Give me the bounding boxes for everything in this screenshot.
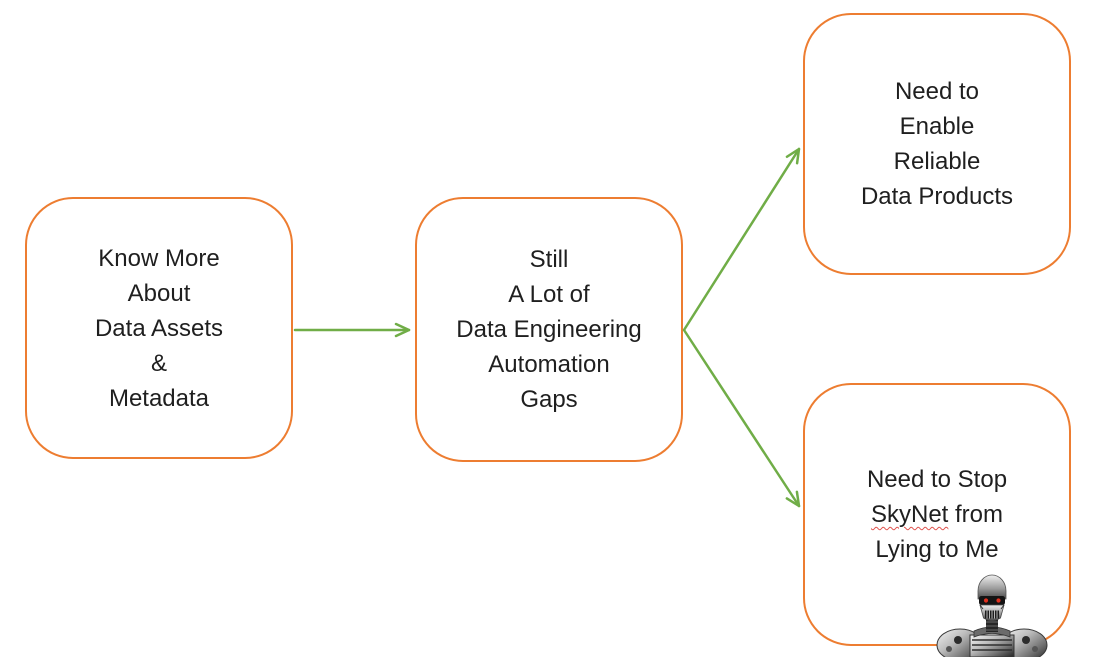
box-reliable-data-products: Need to Enable Reliable Data Products — [803, 13, 1071, 275]
box-text-line: Gaps — [520, 386, 578, 413]
misspelled-word: SkyNet — [870, 501, 949, 528]
robot-skull — [977, 574, 1007, 621]
box-text-line: Need to — [894, 78, 980, 105]
box-automation-gaps: Still A Lot of Data Engineering Automati… — [415, 197, 683, 462]
box-text-line: Still — [529, 246, 569, 273]
box-text-line: Know More — [98, 244, 220, 272]
box-stop-skynet: Need to Stop SkyNet from Lying to Me — [803, 383, 1071, 646]
box-text-line: Data Assets — [94, 314, 224, 342]
box-text-line: A Lot of — [508, 281, 590, 308]
box-text-line: Reliable — [893, 148, 981, 175]
box-text-line: Data Engineering — [456, 316, 642, 343]
box-text-line: Lying to Me — [875, 536, 999, 563]
box-text-line: & — [150, 349, 167, 377]
box-text-line: Data Products — [860, 183, 1014, 210]
box-text-fragment: from — [948, 501, 1004, 528]
box-text-line: Automation — [488, 351, 610, 378]
box-know-more-metadata: Know More About Data Assets & Metadata — [25, 197, 293, 459]
robot-neck — [986, 618, 998, 632]
arrow-gaps-to-skynet — [682, 328, 801, 508]
box-text-line: Enable — [899, 113, 975, 140]
box-text-line: Metadata — [108, 384, 210, 412]
box-text-line: About — [127, 279, 191, 307]
arrow-gaps-to-data-products — [682, 147, 801, 332]
box-text-line: SkyNet from — [871, 497, 1003, 532]
box-text-line: Need to Stop — [866, 466, 1008, 493]
terminator-robot-icon — [936, 574, 1048, 657]
